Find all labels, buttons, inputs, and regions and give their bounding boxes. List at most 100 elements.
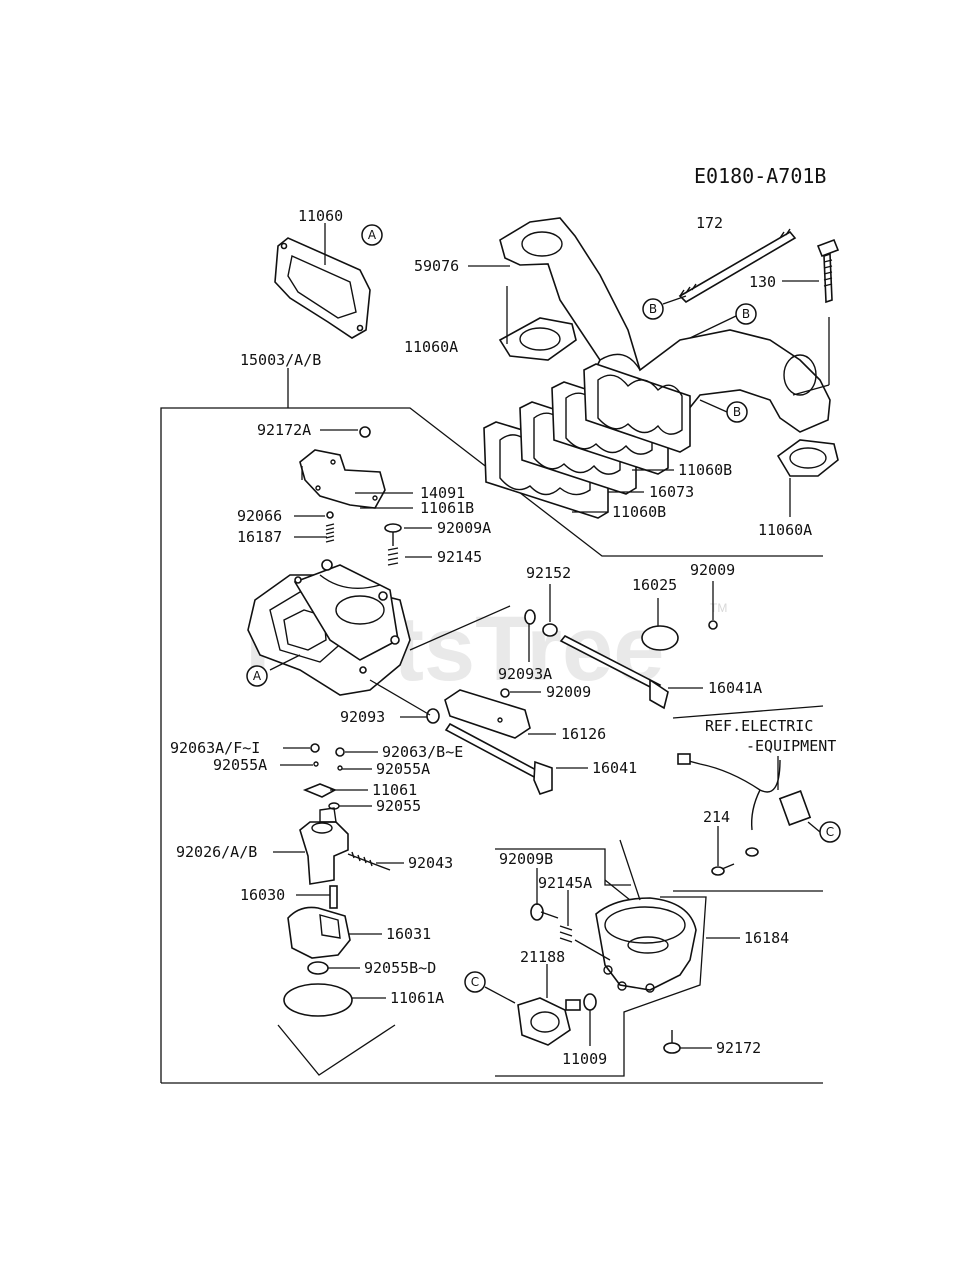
svg-text:B: B xyxy=(649,302,657,316)
label-16030: 16030 xyxy=(240,886,285,904)
screw-92009-mid xyxy=(500,688,510,698)
part-labels: 11060 172 59076 130 11060A 15003/A/B 921… xyxy=(170,207,836,1068)
label-14091: 14091 xyxy=(420,484,465,502)
pin-16030 xyxy=(329,885,338,909)
label-16073: 16073 xyxy=(649,483,694,501)
float-16031 xyxy=(287,906,351,959)
ref-c-solenoid: C xyxy=(464,971,486,993)
throttle-shaft-16041a xyxy=(559,625,679,710)
gasket-11060 xyxy=(274,237,371,339)
jet-92063b xyxy=(335,747,345,757)
label-11060a-top: 11060A xyxy=(404,338,458,356)
gasket-stack-11060b xyxy=(483,363,691,519)
solenoid-21188 xyxy=(517,997,581,1046)
label-11061b: 11061B xyxy=(420,499,474,517)
leader-lines xyxy=(269,223,830,1076)
svg-text:B: B xyxy=(733,405,741,419)
label-16031: 16031 xyxy=(386,925,431,943)
label-16025: 16025 xyxy=(632,576,677,594)
float-bowl-16184 xyxy=(595,897,697,993)
spring-92145 xyxy=(387,547,399,566)
stud-172 xyxy=(678,228,797,304)
label-11060b-b: 11060B xyxy=(612,503,666,521)
bolt-130 xyxy=(816,238,840,304)
carburetor-body xyxy=(247,559,411,696)
ref-b-gasket: B xyxy=(726,401,748,423)
label-92055b: 92055B~D xyxy=(364,959,436,977)
ref-a-carb: A xyxy=(246,665,268,687)
washer-92093 xyxy=(426,708,440,724)
label-11060b-a: 11060B xyxy=(678,461,732,479)
label-92063a: 92063A/F~I xyxy=(170,739,260,757)
screw-92172a xyxy=(359,426,371,438)
label-92145a: 92145A xyxy=(538,874,592,892)
label-92009-top: 92009 xyxy=(690,561,735,579)
watermark-tm: TM xyxy=(710,601,727,615)
ref-b-bolt: B xyxy=(735,303,757,325)
washer-92093a xyxy=(524,609,536,625)
cover-plate-14091 xyxy=(299,449,386,509)
label-16184: 16184 xyxy=(744,929,789,947)
label-92009a: 92009A xyxy=(437,519,491,537)
oring-92055a-right xyxy=(337,765,343,771)
label-16041: 16041 xyxy=(592,759,637,777)
choke-plate-16126 xyxy=(444,689,531,739)
label-92055a-right: 92055A xyxy=(376,760,430,778)
bushing-92152 xyxy=(542,623,558,637)
label-130: 130 xyxy=(749,273,776,291)
label-11060: 11060 xyxy=(298,207,343,225)
label-16126: 16126 xyxy=(561,725,606,743)
label-92063b: 92063/B~E xyxy=(382,743,463,761)
label-16041a: 16041A xyxy=(708,679,762,697)
label-92093: 92093 xyxy=(340,708,385,726)
label-16187: 16187 xyxy=(237,528,282,546)
ref-a-top: A xyxy=(361,224,383,246)
label-11060a-right: 11060A xyxy=(758,521,812,539)
screw-92009b xyxy=(530,903,559,921)
label-92066: 92066 xyxy=(237,507,282,525)
screw-92043 xyxy=(347,851,391,871)
label-11061: 11061 xyxy=(372,781,417,799)
label-92152: 92152 xyxy=(526,564,571,582)
svg-text:A: A xyxy=(368,228,377,242)
screw-92009-top xyxy=(708,620,718,630)
label-214: 214 xyxy=(703,808,730,826)
gasket-11060a-right xyxy=(776,439,839,477)
label-11061a: 11061A xyxy=(390,989,444,1007)
gasket-11060a-small xyxy=(498,317,577,361)
label-92043: 92043 xyxy=(408,854,453,872)
gasket-11061a xyxy=(283,983,353,1017)
label-92055: 92055 xyxy=(376,797,421,815)
svg-text:C: C xyxy=(471,975,479,989)
label-ref-electric-2: -EQUIPMENT xyxy=(746,737,836,755)
oring-92055b xyxy=(307,961,329,975)
label-59076: 59076 xyxy=(414,257,459,275)
intake-manifold xyxy=(499,217,831,441)
label-92026: 92026/A/B xyxy=(176,843,257,861)
choke-shaft-16041 xyxy=(444,722,553,795)
oring-92055a-left xyxy=(313,761,319,767)
label-92172a: 92172A xyxy=(257,421,311,439)
screw-214 xyxy=(711,863,735,876)
label-11009: 11009 xyxy=(562,1050,607,1068)
label-15003: 15003/A/B xyxy=(240,351,321,369)
svg-text:C: C xyxy=(826,825,834,839)
screw-92009a xyxy=(384,523,402,546)
svg-text:B: B xyxy=(742,307,750,321)
spring-92145a xyxy=(559,925,573,943)
label-92009-mid: 92009 xyxy=(546,683,591,701)
screw-92172 xyxy=(663,1030,681,1054)
label-92145: 92145 xyxy=(437,548,482,566)
ref-b-stud: B xyxy=(642,298,664,320)
label-92055a-left: 92055A xyxy=(213,756,267,774)
label-92172: 92172 xyxy=(716,1039,761,1057)
label-92093a: 92093A xyxy=(498,665,552,683)
label-92009b: 92009B xyxy=(499,850,553,868)
gasket-11009 xyxy=(583,993,597,1011)
wire-harness xyxy=(677,753,812,857)
diagram-code: E0180-A701B xyxy=(694,164,826,188)
washer-92066 xyxy=(326,511,334,519)
ref-c-harness: C xyxy=(819,821,841,843)
svg-text:A: A xyxy=(253,669,262,683)
